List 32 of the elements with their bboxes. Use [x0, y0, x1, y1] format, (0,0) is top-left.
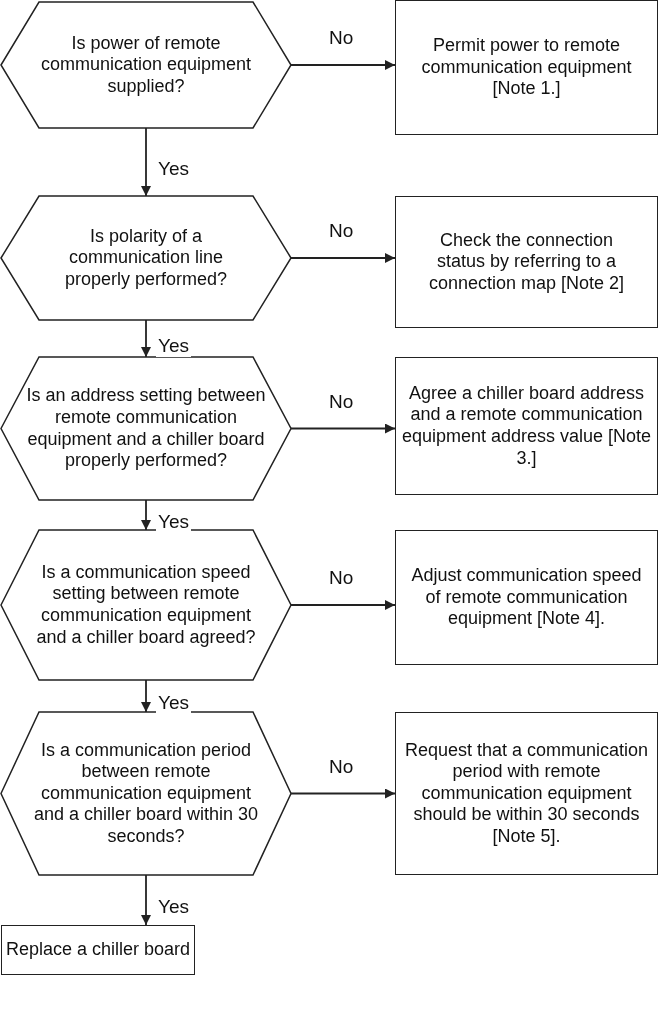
arrow [141, 127, 151, 197]
question-text: Is a communication speed setting between remote communication equipment and a chiller board agreed? [35, 561, 257, 649]
arrow [141, 679, 151, 713]
process-box [395, 0, 658, 135]
question-text: Is a communication period between remote communication equipment and a chiller board within 30 seconds? [32, 739, 260, 848]
arrow [141, 319, 151, 358]
step-text: Agree a chiller board address and a remote communication equipment address value [Note 3.] [400, 382, 653, 470]
arrow [290, 253, 396, 263]
arrow [290, 423, 396, 434]
question-text: Is polarity of a communication line properly performed? [63, 225, 229, 291]
decision-hexagon [1, 530, 291, 680]
step-text: Adjust communication speed of remote communication equipment [Note 4]. [410, 565, 643, 630]
decision-hexagon [1, 196, 291, 320]
process-box [1, 925, 195, 975]
process-box [395, 530, 658, 665]
decision-hexagon [1, 712, 291, 875]
arrow [141, 874, 151, 926]
decision-hexagon [1, 357, 291, 500]
step-text: Replace a chiller board [4, 939, 192, 961]
process-box [395, 357, 658, 495]
arrow [141, 499, 151, 531]
arrow [290, 788, 396, 799]
decision-hexagon [1, 2, 291, 128]
question-text: Is an address setting between remote communication equipment and a chiller board properly performed? [25, 385, 267, 472]
step-text: Check the connection status by referring to a connection map [Note 2] [427, 229, 626, 295]
step-text: Request that a communication period with remote communication equipment should be within 30 seconds [Note 5]. [403, 739, 650, 848]
process-box [395, 196, 658, 328]
step-text: Permit power to remote communication equipment [Note 1.] [420, 35, 633, 100]
question-text: Is power of remote communication equipment supplied? [39, 32, 253, 98]
arrow [290, 600, 396, 610]
process-box [395, 712, 658, 875]
arrow [290, 60, 396, 70]
